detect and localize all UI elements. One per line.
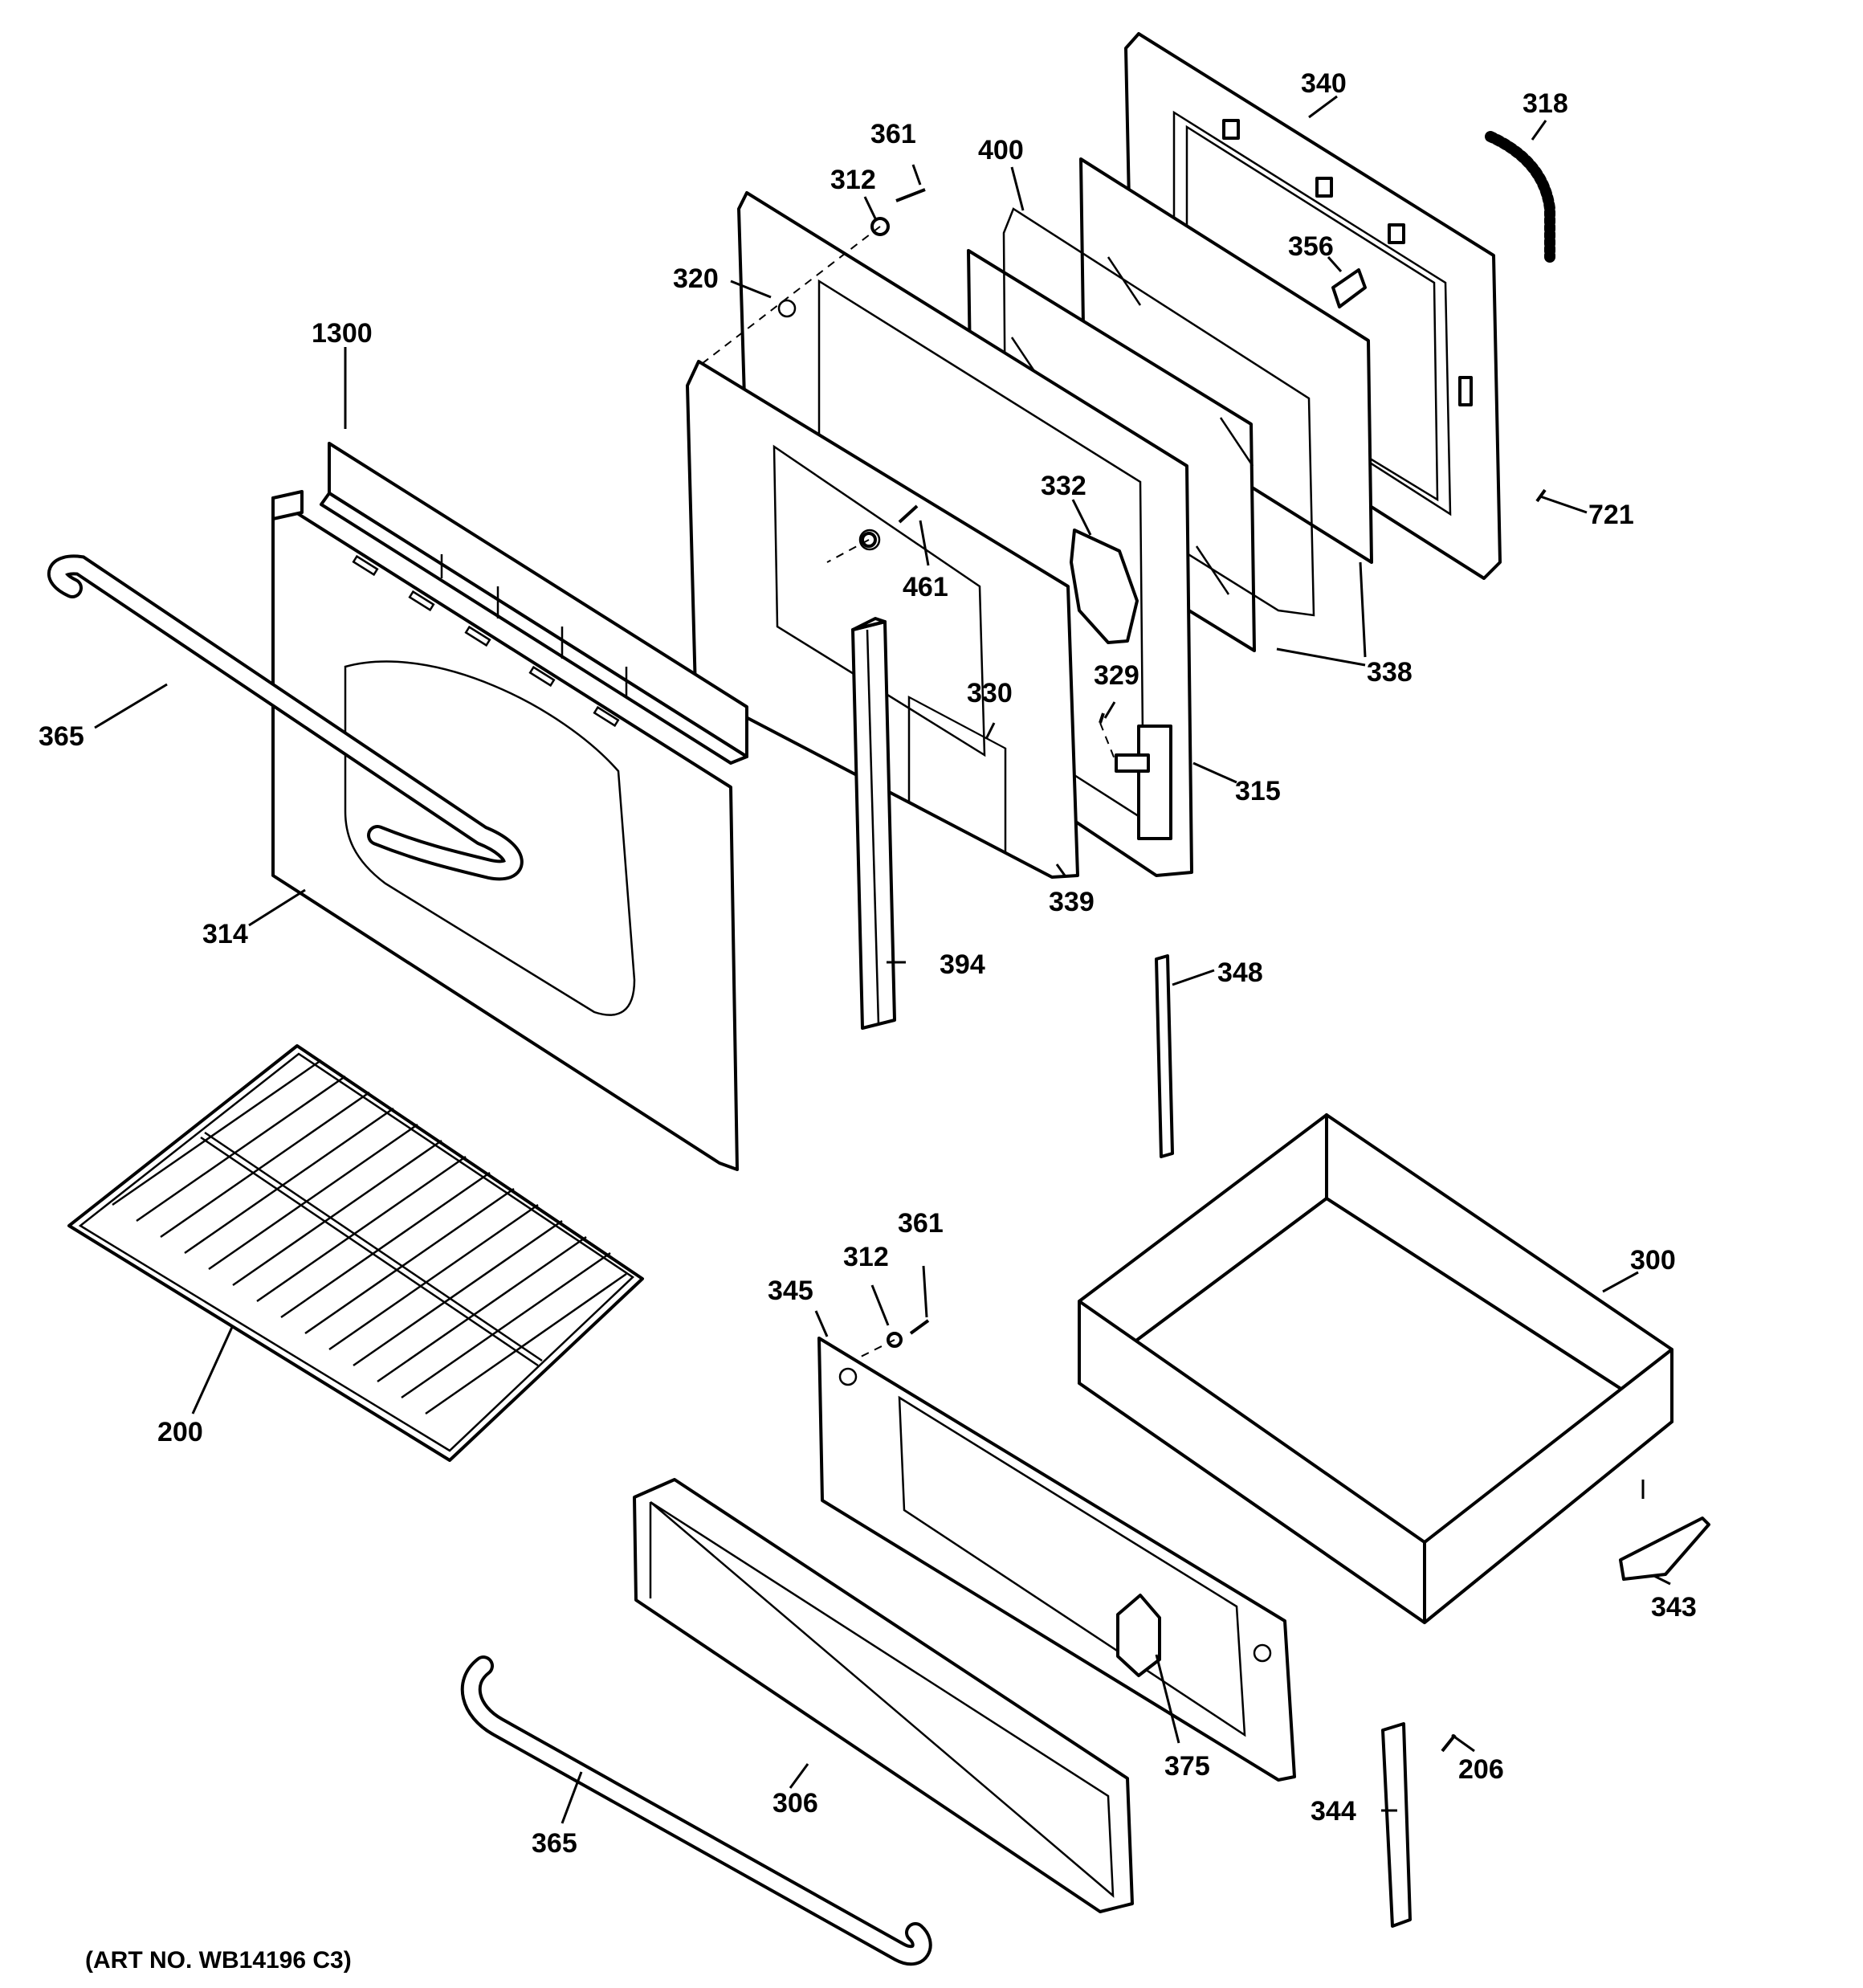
callout-329: 329 [1094,660,1139,691]
leader-lines [94,95,1671,1824]
callout-labels: 361 312 400 340 318 320 356 1300 332 721… [39,68,1697,1859]
callout-339: 339 [1049,887,1095,917]
part-314-outer-door [271,490,739,1171]
callout-361-lower: 361 [898,1208,944,1239]
callout-365-lower: 365 [532,1828,577,1859]
callout-206: 206 [1458,1754,1504,1785]
alignment-line [1099,722,1117,764]
part-400-window-frame [1002,207,1315,617]
callout-315: 315 [1235,776,1281,806]
part-343-glide [1619,1517,1710,1581]
callout-200: 200 [157,1417,203,1447]
callout-365-upper: 365 [39,721,84,752]
callout-318: 318 [1523,88,1568,119]
part-345-drawer-front-frame [817,1337,1296,1782]
callout-344: 344 [1311,1796,1356,1827]
callout-312-upper: 312 [830,165,876,195]
callout-338: 338 [1367,657,1413,688]
callout-345: 345 [768,1276,813,1306]
callout-461: 461 [903,572,948,602]
callout-375: 375 [1164,1751,1210,1782]
callout-343: 343 [1651,1592,1697,1623]
alignment-line [858,1339,895,1358]
part-365-drawer-handle [460,1655,932,1966]
callout-320: 320 [673,263,719,294]
callout-348: 348 [1217,957,1263,988]
callout-721: 721 [1588,500,1634,530]
part-348-slide [1155,954,1174,1158]
part-375-bracket [1116,1594,1161,1677]
part-356-clip [1331,268,1367,308]
part-1300-vent-trim [320,442,748,765]
callout-400: 400 [978,135,1024,165]
part-200-oven-rack [67,1044,644,1462]
callout-1300: 1300 [312,318,373,349]
callout-332: 332 [1041,471,1086,501]
callout-306: 306 [773,1788,818,1819]
callout-330: 330 [967,678,1013,708]
art-number-caption: (ART NO. WB14196 C3) [85,1947,352,1974]
part-365-oven-handle [47,554,524,881]
callout-312-lower: 312 [843,1242,889,1272]
part-300-drawer-box [1078,1113,1673,1624]
part-344-drawer-rail [1381,1722,1412,1928]
callout-361-upper: 361 [870,119,916,149]
part-306-drawer-panel [633,1478,1134,1913]
alignment-line [826,539,870,563]
alignment-line [698,226,881,367]
part-332-insulation [1070,529,1139,644]
part-318-gasket [1485,131,1555,263]
callout-340: 340 [1301,68,1347,99]
part-394-channel [851,617,896,1030]
callout-314: 314 [202,919,248,949]
part-330-vent-slot [907,695,1007,855]
callout-394: 394 [940,949,985,980]
callout-300: 300 [1630,1245,1676,1276]
callout-356: 356 [1288,231,1334,262]
